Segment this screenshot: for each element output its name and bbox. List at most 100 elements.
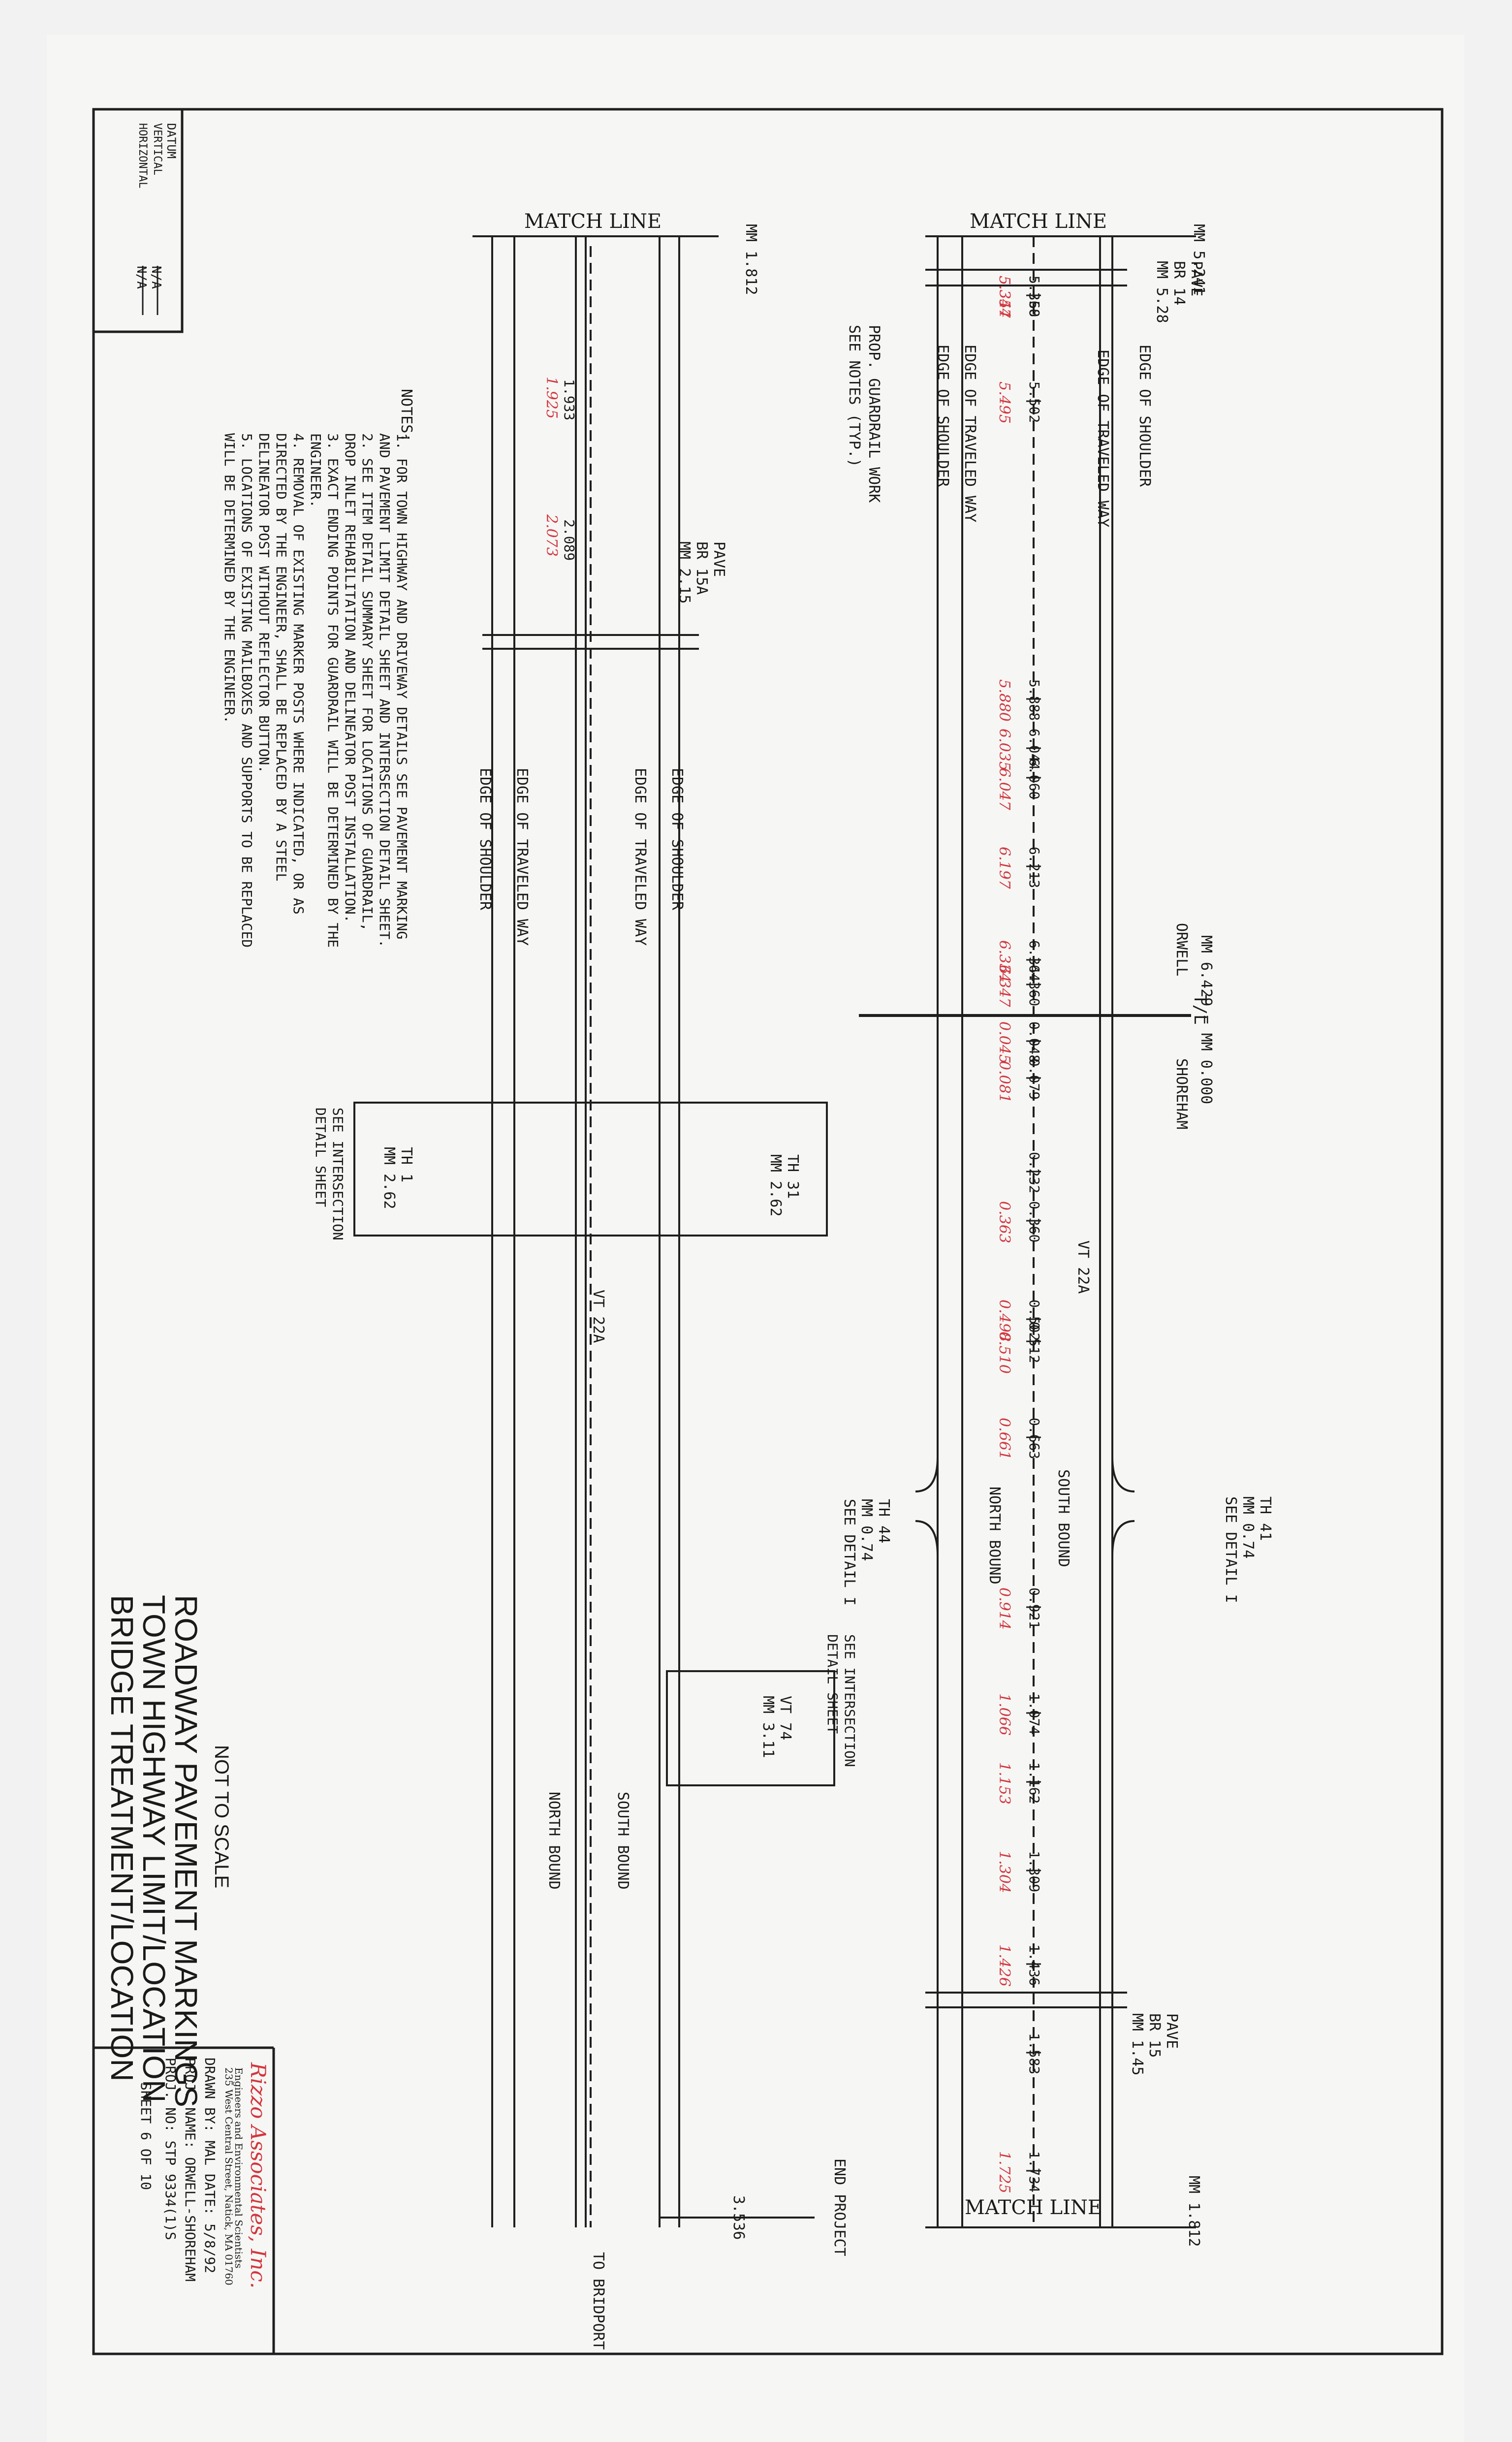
station-black: 6.213 xyxy=(1026,847,1042,888)
edge-shoulder-upper-2: EDGE OF SHOULDER xyxy=(1136,345,1153,487)
station-red: 5.880 xyxy=(996,679,1013,722)
station-red: 5.495 xyxy=(996,381,1013,424)
note-line: ENGINEER. xyxy=(308,433,324,508)
see-intersection-lower-1: SEE INTERSECTION xyxy=(330,1108,346,1240)
north-bound-upper: NORTH BOUND xyxy=(986,1487,1003,1585)
note-line: 1. FOR TOWN HIGHWAY AND DRIVEWAY DETAILS… xyxy=(394,433,410,940)
th-31-box xyxy=(353,1102,828,1237)
drawing-sheet xyxy=(47,34,1464,2442)
station-red: 6.035 xyxy=(996,729,1013,771)
note-line: 3. EXACT ENDING POINTS FOR GUARDRAIL WIL… xyxy=(325,433,341,948)
datum-lines xyxy=(142,266,158,315)
pave-br15a-3: MM 2.15 xyxy=(676,541,693,604)
datum-horizontal-value: N/A xyxy=(134,266,149,289)
guardrail-note-1: PROP. GUARDRAIL WORK xyxy=(865,325,882,503)
th44-2: MM 0.74 xyxy=(858,1499,875,1561)
station-black-lower: 2.089 xyxy=(561,519,577,561)
south-bound-upper: SOUTH BOUND xyxy=(1055,1469,1072,1567)
th31-2: MM 2.62 xyxy=(767,1154,784,1217)
station-red: 0.081 xyxy=(996,1061,1013,1103)
edge-traveled-lower-2: EDGE OF TRAVELED WAY xyxy=(513,768,531,946)
pave-br14-1: PAVE xyxy=(1188,261,1205,297)
to-bridport: TO BRIDPORT xyxy=(590,2252,607,2350)
edge-traveled-upper-2: EDGE OF TRAVELED WAY xyxy=(1094,349,1111,528)
station-black: 0.663 xyxy=(1026,1418,1042,1459)
note-line: 2. SEE ITEM DETAIL SUMMARY SHEET FOR LOC… xyxy=(359,433,376,931)
th31-1: TH 31 xyxy=(784,1154,801,1199)
th1-1: TH 1 xyxy=(398,1147,415,1183)
orwell: ORWELL xyxy=(1173,923,1190,977)
pave-br15a-2: BR 15A xyxy=(693,541,710,595)
note-line: DROP INLET REHABILITATION AND DELINEATOR… xyxy=(342,433,358,923)
th44-curve xyxy=(915,1457,939,1556)
th44-3: SEE DETAIL I xyxy=(841,1499,858,1606)
note-line: WILL BE DETERMINED BY THE ENGINEER. xyxy=(221,433,238,724)
datum-vertical: VERTICAL xyxy=(151,123,163,175)
pave-br15-2: BR 15 xyxy=(1146,2013,1163,2058)
station-black: 0.512 xyxy=(1026,1322,1042,1364)
see-intersection-vt74-1: SEE INTERSECTION xyxy=(842,1634,858,1767)
station-red: 0.045 xyxy=(996,1021,1013,1064)
edge-shoulder-lower-1: EDGE OF SHOULDER xyxy=(668,768,686,910)
datum-label: DATUM xyxy=(164,123,178,159)
north-bound-lower: NORTH BOUND xyxy=(545,1792,563,1890)
title-line-3: BRIDGE TREATMENT/LOCATION xyxy=(104,1595,140,2082)
th41-1: TH 41 xyxy=(1257,1496,1274,1541)
note-line: AND PAVEMENT LIMIT DETAIL SHEET AND INTE… xyxy=(377,433,393,948)
edge-shoulder-lower-2: EDGE OF SHOULDER xyxy=(476,768,494,910)
station-red: 1.153 xyxy=(996,1762,1013,1805)
th41-3: SEE DETAIL I xyxy=(1222,1496,1239,1603)
station-black: 1.583 xyxy=(1026,2033,1042,2075)
proj-no: PROJ. NO: STP 9334(1)S xyxy=(162,2058,179,2240)
firm-name: Rizzo Associates, Inc. xyxy=(246,2062,270,2289)
station-red-lower: 2.073 xyxy=(543,514,560,557)
station-red: 6.347 xyxy=(996,965,1013,1007)
th41-curve xyxy=(1111,1457,1135,1556)
south-bound-lower: SOUTH BOUND xyxy=(614,1792,631,1890)
pave-br15-1: PAVE xyxy=(1163,2013,1180,2049)
station-black: 6.060 xyxy=(1026,758,1042,800)
station-red: 6.047 xyxy=(996,768,1013,810)
mm-lower-top: MM 1.812 xyxy=(742,224,759,295)
match-line-lower-top: MATCH LINE xyxy=(524,210,662,233)
station-red: 0.510 xyxy=(996,1332,1013,1374)
station-red: 1.725 xyxy=(996,2151,1013,2193)
th1-2: MM 2.62 xyxy=(380,1147,398,1209)
pave-br14-3: MM 5.28 xyxy=(1153,261,1170,323)
note-line: 4. REMOVAL OF EXISTING MARKER POSTS WHER… xyxy=(290,433,307,915)
see-intersection-lower-2: DETAIL SHEET xyxy=(313,1108,329,1207)
see-intersection-vt74-2: DETAIL SHEET xyxy=(824,1634,841,1734)
upper-roadway xyxy=(859,235,1196,2228)
match-line-upper-bottom: MATCH LINE xyxy=(965,2196,1102,2219)
station-black: 1.074 xyxy=(1026,1693,1042,1735)
station-red: 1.066 xyxy=(996,1693,1013,1736)
firm-sub: Engineers and Environmental Scientists xyxy=(233,2067,245,2269)
station-black: 0.079 xyxy=(1026,1058,1042,1100)
station-black: 0.360 xyxy=(1026,1201,1042,1243)
lower-roadway xyxy=(353,235,835,2227)
pave-br14-2: BR 14 xyxy=(1170,261,1188,306)
station-black: 0.921 xyxy=(1026,1587,1042,1629)
pave-br15a-1: PAVE xyxy=(710,541,727,577)
pave-br15-3: MM 1.45 xyxy=(1129,2013,1146,2076)
datum-horizontal: HORIZONTAL xyxy=(136,123,149,189)
not-to-scale: NOT TO SCALE xyxy=(211,1745,232,1889)
datum-vertical-value: N/A xyxy=(149,266,163,289)
edge-traveled-upper-1: EDGE OF TRAVELED WAY xyxy=(961,345,978,523)
station-black: 5.888 xyxy=(1026,679,1042,721)
end-value: 3.536 xyxy=(730,2195,747,2240)
title-line-1: ROADWAY PAVEMENT MARKINGS xyxy=(168,1595,204,2107)
vt22a-lower: VT 22A xyxy=(590,1290,607,1343)
shoreham: SHOREHAM xyxy=(1173,1058,1190,1130)
station-black: 1.162 xyxy=(1026,1762,1042,1804)
sheet-number: SHEET 6 OF 10 xyxy=(138,2082,154,2190)
title-line-2: TOWN HIGHWAY LIMIT/LOCATION xyxy=(136,1595,172,2103)
station-red: 0.661 xyxy=(996,1418,1013,1460)
station-black-lower: 1.933 xyxy=(561,379,577,421)
station-red: 0.914 xyxy=(996,1587,1013,1630)
station-black: 0.048 xyxy=(1026,1021,1042,1063)
drawn-by: DRAWN BY: MAL DATE: 5/8/92 xyxy=(202,2058,218,2274)
datum-box xyxy=(92,108,184,333)
